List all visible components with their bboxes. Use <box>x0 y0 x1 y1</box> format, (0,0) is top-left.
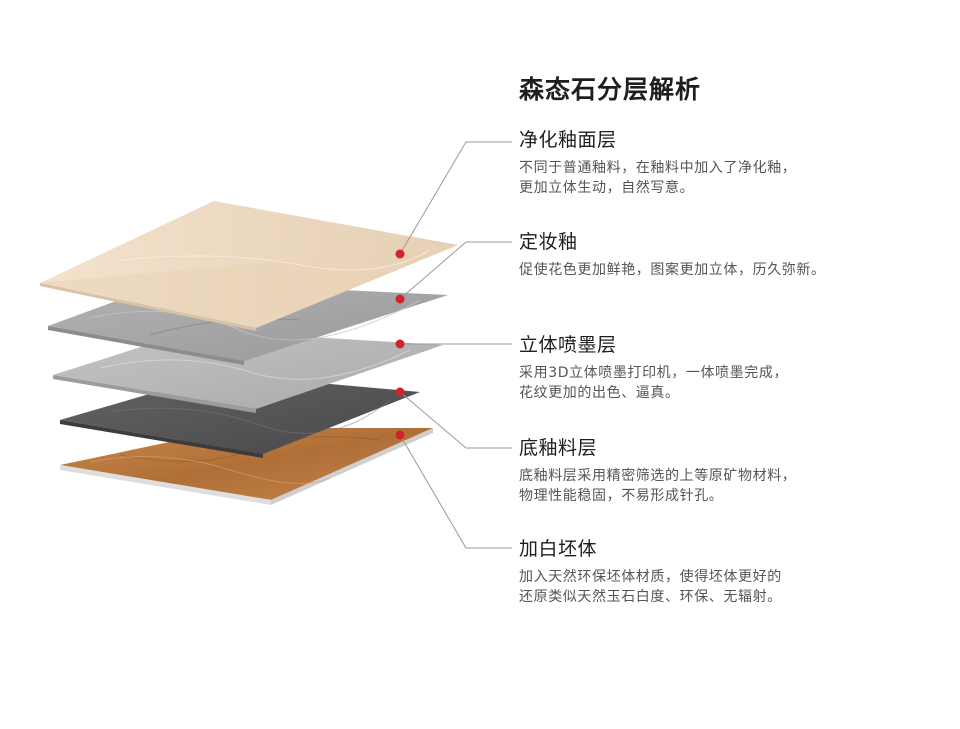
marker-dot-fixing <box>395 294 405 304</box>
leader-line-glaze <box>399 141 512 255</box>
layer-label-glaze: 净化釉面层 不同于普通釉料，在釉料中加入了净化釉， 更加立体生动，自然写意。 <box>519 128 939 198</box>
description-line: 花纹更加的出色、逼真。 <box>519 385 680 401</box>
marker-dots <box>395 249 405 440</box>
marker-dot-baseglaze <box>395 387 405 397</box>
layer-body <box>60 428 433 505</box>
layer-name: 立体喷墨层 <box>519 334 617 356</box>
marker-dot-body <box>395 430 405 440</box>
layer-glaze <box>40 201 458 331</box>
description-line: 还原类似天然玉石白度、环保、无辐射。 <box>519 589 782 605</box>
layer-name: 底釉料层 <box>519 437 598 459</box>
description-line: 加入天然环保坯体材质，使得坯体更好的 <box>519 569 782 585</box>
layer-description: 采用3D立体喷墨打印机，一体喷墨完成， 花纹更加的出色、逼真。 <box>519 363 939 403</box>
leader-line-baseglaze <box>399 391 512 449</box>
description-line: 不同于普通釉料，在釉料中加入了净化釉， <box>519 160 797 176</box>
marker-dot-inkjet <box>395 339 405 349</box>
diagram-title: 森态石分层解析 <box>519 75 702 104</box>
leader-line-fixing <box>399 241 512 300</box>
layer-name: 加白坯体 <box>519 538 598 560</box>
description-line: 采用3D立体喷墨打印机，一体喷墨完成， <box>519 365 789 381</box>
layer-description: 促使花色更加鲜艳，图案更加立体，历久弥新。 <box>519 260 939 280</box>
layer-label-inkjet: 立体喷墨层 采用3D立体喷墨打印机，一体喷墨完成， 花纹更加的出色、逼真。 <box>519 333 939 403</box>
description-line: 物理性能稳固，不易形成针孔。 <box>519 488 724 504</box>
layer-description: 底釉料层采用精密筛选的上等原矿物材料， 物理性能稳固，不易形成针孔。 <box>519 466 939 506</box>
marker-dot-glaze <box>395 249 405 259</box>
layer-label-baseglaze: 底釉料层 底釉料层采用精密筛选的上等原矿物材料， 物理性能稳固，不易形成针孔。 <box>519 436 939 506</box>
layer-name: 定妆釉 <box>519 231 578 253</box>
leader-lines <box>399 141 512 549</box>
description-line: 促使花色更加鲜艳，图案更加立体，历久弥新。 <box>519 262 826 278</box>
layer-description: 不同于普通釉料，在釉料中加入了净化釉， 更加立体生动，自然写意。 <box>519 158 939 198</box>
description-line: 底釉料层采用精密筛选的上等原矿物材料， <box>519 468 797 484</box>
leader-line-body <box>399 434 512 549</box>
layer-inkjet <box>53 330 443 413</box>
layer-label-body: 加白坯体 加入天然环保坯体材质，使得坯体更好的 还原类似天然玉石白度、环保、无辐… <box>519 537 939 607</box>
layer-description: 加入天然环保坯体材质，使得坯体更好的 还原类似天然玉石白度、环保、无辐射。 <box>519 567 939 607</box>
description-line: 更加立体生动，自然写意。 <box>519 180 695 196</box>
layer-label-fixing: 定妆釉 促使花色更加鲜艳，图案更加立体，历久弥新。 <box>519 230 939 280</box>
layer-name: 净化釉面层 <box>519 129 617 151</box>
